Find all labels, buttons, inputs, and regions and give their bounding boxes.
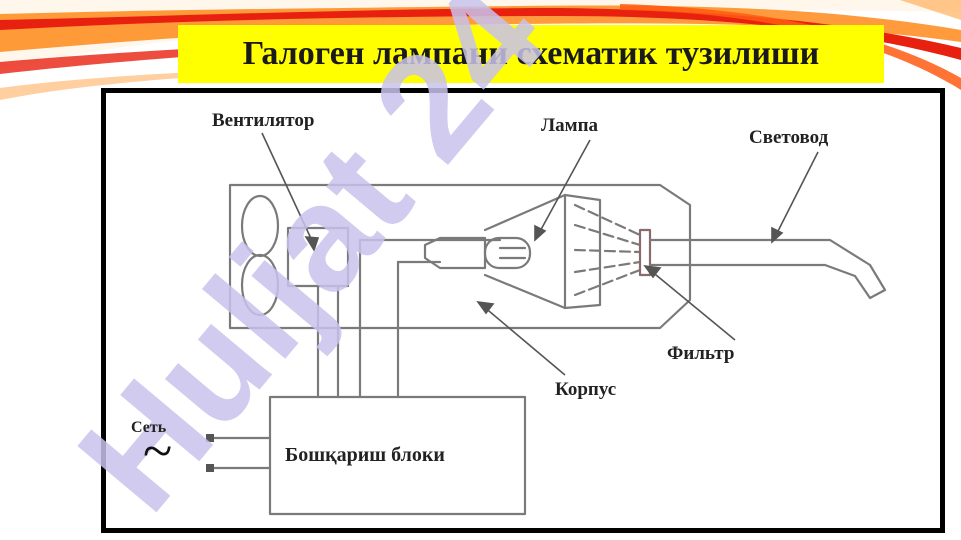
control-unit-box [268,395,527,516]
alternating-current-symbol: ~ [143,421,173,481]
light-guide-label: Световод [749,127,829,148]
guide-pointer-head [771,226,784,244]
lamp-socket [423,236,487,270]
device-body-outline [228,183,692,330]
filter-pointer-line [649,269,736,341]
filter-plate [638,228,652,277]
lamp-pointer-line [537,139,591,236]
filter-label: Фильтр [667,343,735,364]
fan-label: Вентилятор [212,110,315,131]
fan-pointer-head [304,236,320,252]
light-rays [573,203,642,297]
control-unit-label: Бошқариш блоки [285,444,445,466]
network-terminal-2 [206,464,214,472]
lamp-label: Лампа [541,115,599,136]
slide-title: Галоген лампани схематик тузилиши [242,35,820,72]
network-terminal-1 [206,434,214,442]
housing-pointer-line [482,305,566,376]
fan-blade-bottom [240,253,280,317]
network-label: Сеть [131,419,167,436]
fan-blade-top [240,194,280,258]
reflector [483,193,602,310]
guide-pointer-line [774,151,819,238]
lamp-pointer-head [534,224,547,242]
light-guide [648,238,887,300]
housing-pointer-head [476,300,495,315]
lamp-filament [498,246,527,260]
fan-motor-box [286,226,350,288]
fan-pointer-line [261,132,315,246]
filter-pointer-head [643,264,662,279]
title-banner: Галоген лампани схематик тузилиши [178,25,884,83]
diagram-frame [101,88,945,533]
lamp-bulb [483,236,532,270]
housing-label: Корпус [555,379,617,400]
